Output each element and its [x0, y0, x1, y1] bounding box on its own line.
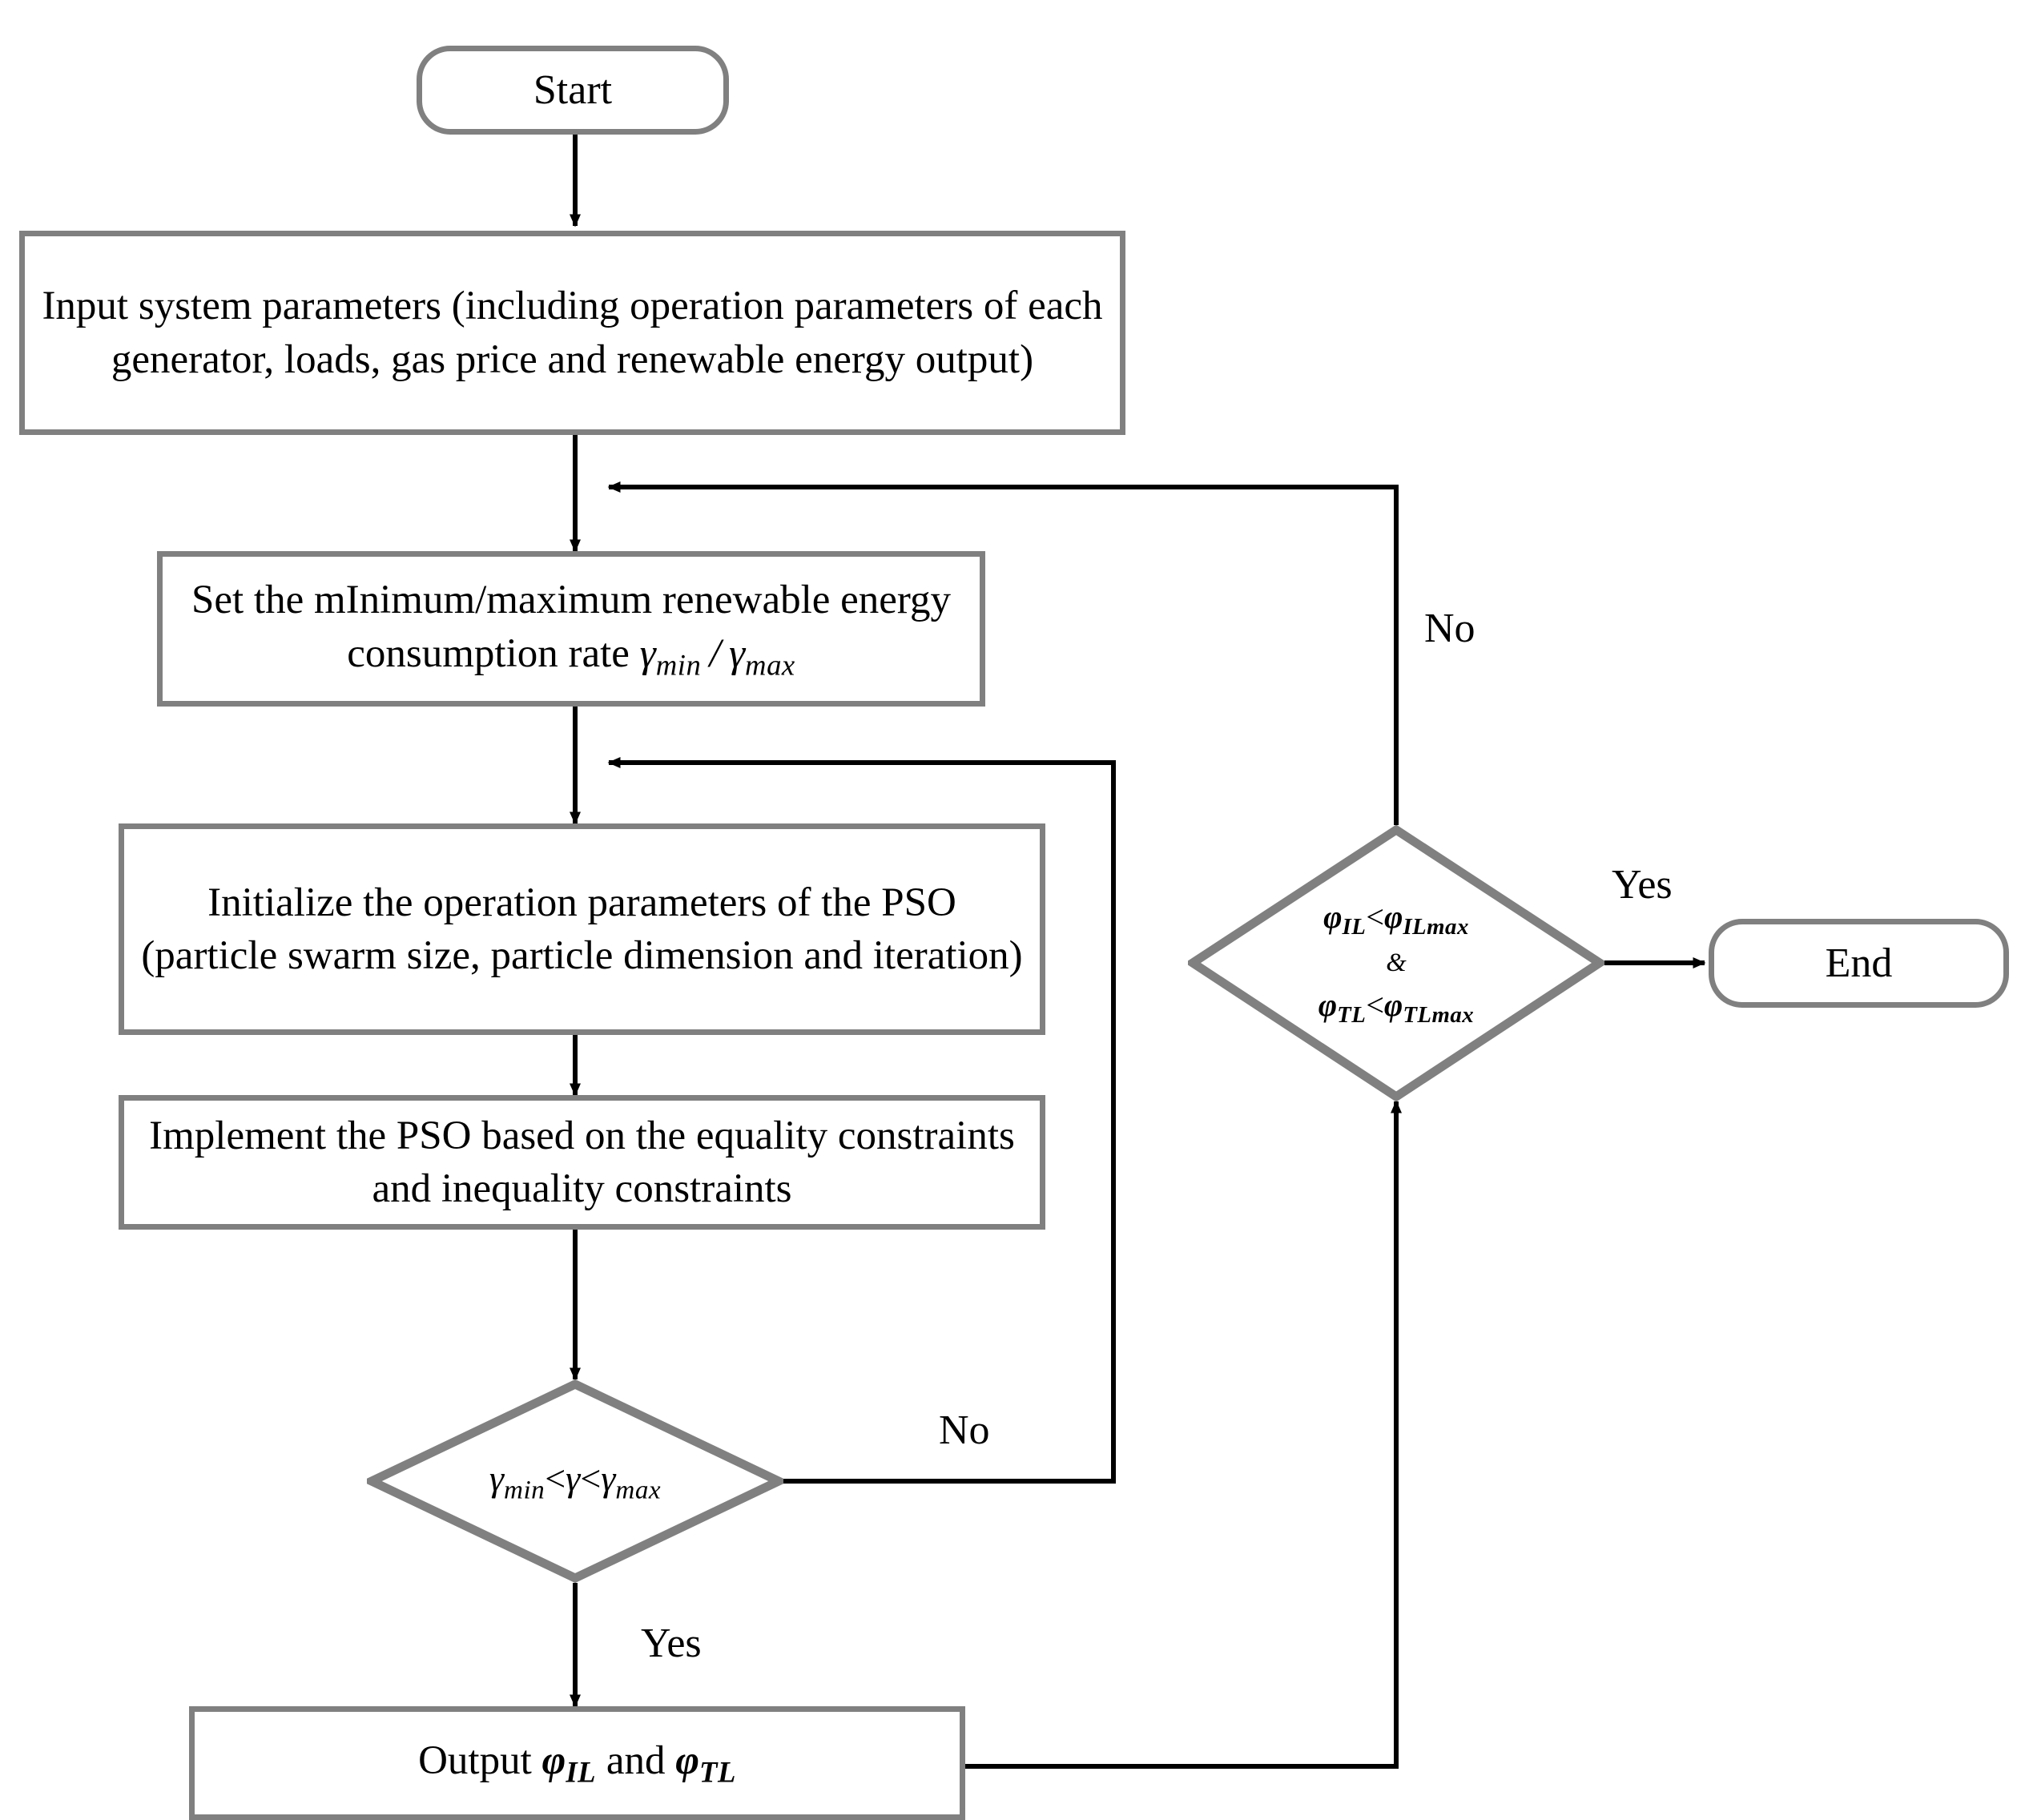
- node-implement-pso[interactable]: Implement the PSO based on the equality …: [119, 1095, 1045, 1230]
- phi-check-shape: [1188, 825, 1604, 1101]
- gamma-min-max-math: γmin / γmax: [639, 630, 795, 681]
- edge-label-gamma-yes: Yes: [641, 1621, 702, 1666]
- gamma-check-shape: [367, 1379, 783, 1583]
- node-gamma-check[interactable]: γmin<γ<γmax: [367, 1379, 783, 1583]
- node-output-phi[interactable]: Output φIL and φTL: [189, 1706, 965, 1820]
- edge-label-gamma-no: No: [939, 1407, 990, 1453]
- output-and-word: and: [596, 1738, 676, 1784]
- node-start-label: Start: [533, 67, 613, 113]
- phi-il-math: φIL: [541, 1738, 597, 1789]
- node-end-label: End: [1825, 940, 1893, 986]
- edge-label-phi-no: No: [1424, 606, 1476, 651]
- node-start[interactable]: Start: [417, 46, 729, 135]
- node-input-parameters[interactable]: Input system parameters (including opera…: [19, 231, 1125, 435]
- node-output-phi-label: Output φIL and φTL: [404, 1734, 751, 1791]
- node-implement-pso-label: Implement the PSO based on the equality …: [149, 1113, 1015, 1211]
- node-phi-check[interactable]: φIL<φILmax & φTL<φTLmax: [1188, 825, 1604, 1101]
- node-initialize-pso-label: Initialize the operation parameters of t…: [141, 880, 1023, 978]
- edge-phicheck-no-loop: [607, 481, 1399, 825]
- node-output-phi-text: Output: [418, 1738, 542, 1784]
- edge-output-to-phicheck: [965, 1100, 1402, 1769]
- edge-label-phi-yes: Yes: [1612, 862, 1673, 908]
- node-set-consumption-rate-text: Set the mInimum/maximum renewable energy…: [191, 578, 951, 676]
- phi-tl-math: φTL: [675, 1738, 736, 1789]
- node-input-parameters-label: Input system parameters (including opera…: [42, 284, 1103, 382]
- node-set-consumption-rate-label: Set the mInimum/maximum renewable energy…: [163, 574, 980, 683]
- edge-gammacheck-no-loop: [607, 757, 1116, 1484]
- node-initialize-pso[interactable]: Initialize the operation parameters of t…: [119, 823, 1045, 1035]
- node-end[interactable]: End: [1709, 919, 2009, 1008]
- node-set-consumption-rate[interactable]: Set the mInimum/maximum renewable energy…: [157, 551, 985, 707]
